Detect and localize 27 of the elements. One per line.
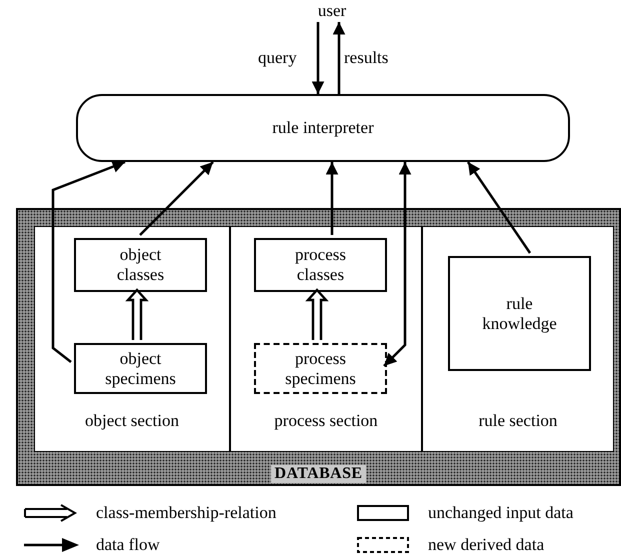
process-box: rule interpreter <box>76 94 570 162</box>
data-flow-arrow <box>332 22 346 94</box>
panel-title: DATABASE <box>270 465 366 483</box>
class-membership-arrow <box>125 288 149 342</box>
section-label: process section <box>273 410 379 432</box>
data-box: process classes <box>254 238 387 292</box>
data-box: rule knowledge <box>448 256 591 371</box>
data-box: object specimens <box>74 343 207 394</box>
data-flow-arrow <box>312 22 324 94</box>
legend-label: class-membership-relation <box>96 502 276 524</box>
legend-label: data flow <box>96 534 160 555</box>
section-panel <box>230 226 422 452</box>
data-flow-arrow <box>466 161 532 254</box>
data-flow-arrow <box>383 162 412 367</box>
section-label: rule section <box>478 410 558 432</box>
legend-label: unchanged input data <box>428 502 574 524</box>
data-box: process specimens <box>254 343 387 394</box>
data-flow-arrow <box>52 160 126 363</box>
data-box: object classes <box>74 238 207 292</box>
endpoint-label: user <box>310 0 354 22</box>
database-panel <box>16 208 621 486</box>
section-label: object section <box>84 410 180 432</box>
legend-label: new derived data <box>428 534 544 555</box>
class-membership-arrow <box>305 288 329 342</box>
data-flow-arrow <box>326 162 338 235</box>
section-panel <box>422 226 614 452</box>
section-panel <box>34 226 230 452</box>
